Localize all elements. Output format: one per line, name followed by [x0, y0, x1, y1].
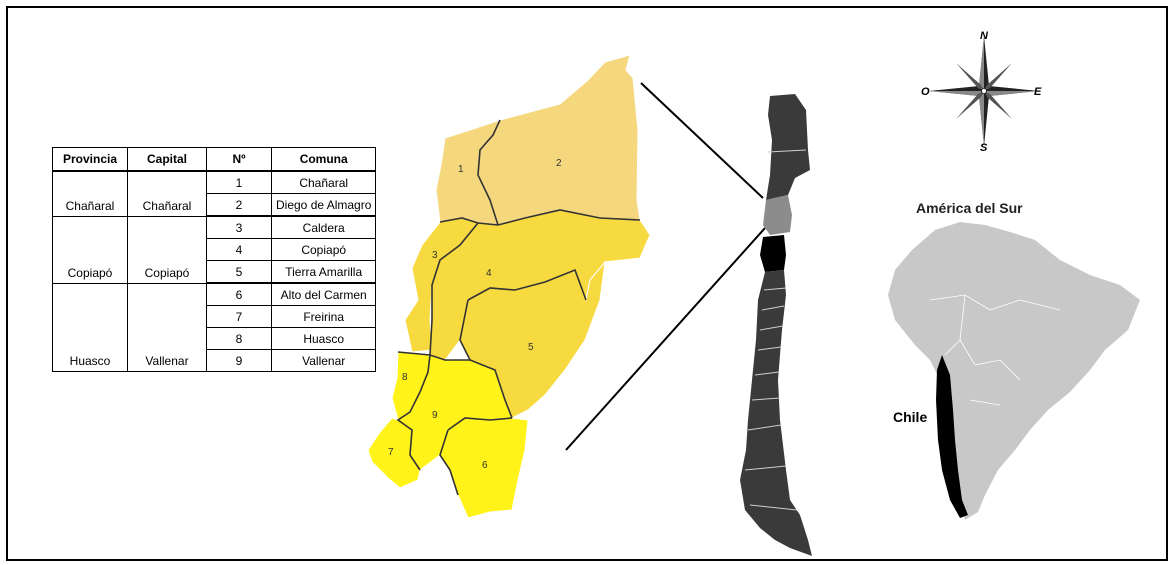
chile-north [766, 94, 810, 200]
cell-comuna: Diego de Almagro [270, 193, 377, 217]
compass-e: E [1034, 86, 1042, 98]
chile-coquimbo-black [760, 235, 786, 272]
south-america-map [888, 222, 1140, 520]
south-america-borders [929, 294, 1061, 406]
connector-bottom [565, 227, 766, 451]
header-number: Nº [206, 147, 272, 172]
compass-o: O [921, 86, 930, 98]
compass-star-icon [929, 36, 1039, 146]
south-america-landmass [888, 222, 1140, 520]
cell-comuna: Huasco [270, 327, 377, 350]
table-row: 9 Vallenar [53, 349, 377, 372]
chile-label: Chile [893, 409, 928, 425]
cell-comuna: Tierra Amarilla [270, 260, 377, 284]
compass-s: S [980, 142, 988, 154]
label-comuna-6: 6 [482, 460, 488, 471]
table-row: 2 Diego de Almagro [53, 193, 377, 217]
comunas-table: Provincia Capital Nº Comuna Chañaral Cha… [52, 147, 377, 372]
compass-rose: N S E O [921, 30, 1042, 154]
group-copiapo: Copiapó Copiapó 3 Caldera 4 Copiapó 5 Ti… [52, 215, 377, 284]
cell-capital: Copiapó [127, 215, 207, 284]
cell-number: 9 [206, 349, 272, 372]
chile-map [740, 94, 812, 556]
cell-comuna: Freirina [270, 305, 377, 328]
zoom-connector-lines [565, 82, 766, 451]
group-huasco: Huasco Vallenar 6 Alto del Carmen 7 Frei… [52, 282, 377, 372]
cell-comuna: Chañaral [270, 170, 377, 194]
compass-n: N [980, 30, 989, 42]
table-row: 7 Freirina [53, 305, 377, 328]
south-america-label: América del Sur [916, 200, 1023, 216]
region-labels: 1 2 3 4 5 6 7 8 9 [388, 158, 562, 471]
table-row: Huasco Vallenar 6 Alto del Carmen [52, 282, 377, 372]
table-row: 8 Huasco [53, 327, 377, 350]
cell-provincia: Copiapó [52, 215, 128, 284]
label-comuna-8: 8 [402, 372, 408, 383]
label-comuna-5: 5 [528, 342, 534, 353]
cell-comuna: Copiapó [270, 238, 377, 261]
label-comuna-2: 2 [556, 158, 562, 169]
chile-central-south [740, 270, 812, 556]
table-row: Chañaral Chañaral 1 Chañaral [52, 170, 377, 217]
label-comuna-4: 4 [486, 268, 492, 279]
label-comuna-1: 1 [458, 164, 464, 175]
label-comuna-9: 9 [432, 410, 438, 421]
table-header-row: Provincia Capital Nº Comuna [52, 147, 377, 172]
comuna-2-area [477, 54, 641, 226]
label-comuna-3: 3 [432, 250, 438, 261]
header-provincia: Provincia [52, 147, 128, 172]
table-row: 5 Tierra Amarilla [53, 260, 377, 284]
cell-capital: Chañaral [127, 170, 207, 217]
cell-provincia: Huasco [52, 282, 128, 372]
chile-on-continent [936, 355, 968, 518]
cell-capital: Vallenar [127, 282, 207, 372]
cell-number: 2 [206, 193, 272, 217]
table-row: Copiapó Copiapó 3 Caldera [52, 215, 377, 284]
chile-atacama-highlight [763, 195, 792, 235]
chile-region-lines [744, 149, 807, 511]
table-row: 4 Copiapó [53, 238, 377, 261]
comuna-boundaries [396, 119, 641, 496]
header-comuna: Comuna [270, 147, 377, 172]
cell-comuna: Vallenar [270, 349, 377, 372]
label-comuna-7: 7 [388, 447, 394, 458]
header-capital: Capital [127, 147, 207, 172]
group-chanaral: Chañaral Chañaral 1 Chañaral 2 Diego de … [52, 170, 377, 217]
connector-top [640, 82, 764, 199]
